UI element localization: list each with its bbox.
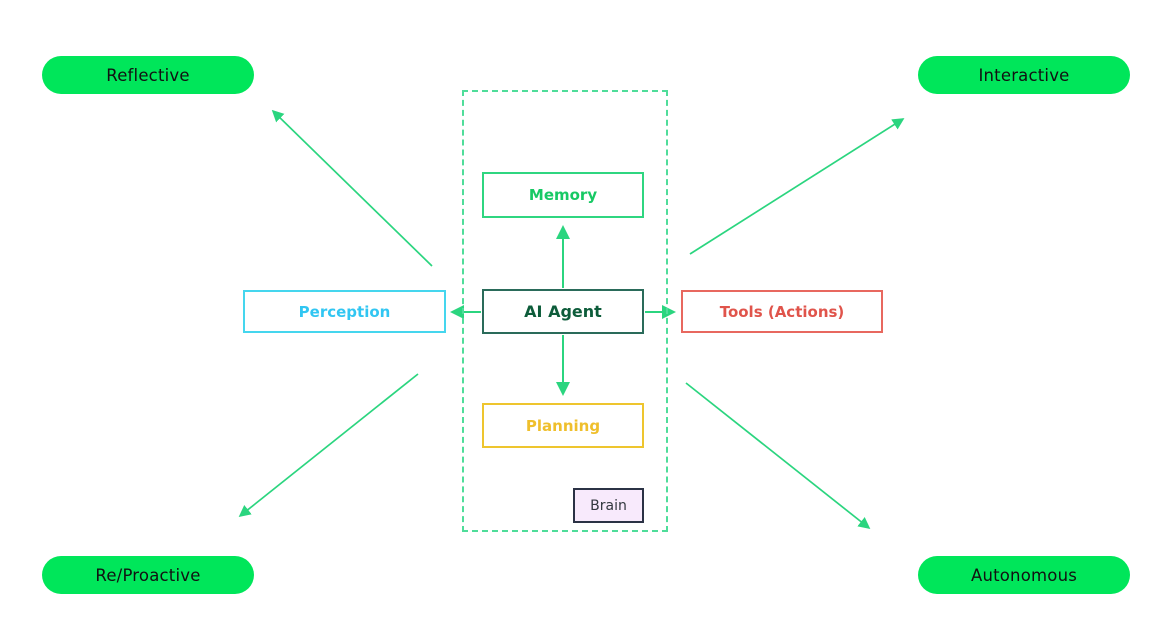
node-planning-label: Planning (525, 416, 601, 435)
node-ai-agent-label: AI Agent (524, 302, 602, 321)
pill-reflective-label: Reflective (106, 65, 190, 85)
node-planning[interactable]: Planning (482, 403, 644, 448)
pill-interactive[interactable]: Interactive (918, 56, 1130, 94)
pill-interactive-label: Interactive (978, 65, 1070, 85)
pill-re-proactive-label: Re/Proactive (95, 565, 201, 585)
node-brain-label: Brain (590, 497, 627, 514)
connector-agent-to-reflective (271, 109, 433, 267)
node-memory-label: Memory (528, 186, 598, 204)
connector-agent-to-interactive (689, 118, 905, 255)
connector-agent-to-autonomous (685, 382, 871, 530)
node-perception[interactable]: Perception (243, 290, 446, 333)
connector-agent-to-reproactive (238, 373, 419, 518)
pill-autonomous[interactable]: Autonomous (918, 556, 1130, 594)
pill-autonomous-label: Autonomous (970, 565, 1078, 585)
node-tools-actions-label: Tools (Actions) (719, 302, 845, 321)
node-memory[interactable]: Memory (482, 172, 644, 218)
node-ai-agent[interactable]: AI Agent (482, 289, 644, 334)
pill-re-proactive[interactable]: Re/Proactive (42, 556, 254, 594)
pill-reflective[interactable]: Reflective (42, 56, 254, 94)
agent-boundary-container (462, 90, 668, 532)
node-brain[interactable]: Brain (573, 488, 644, 523)
node-perception-label: Perception (298, 302, 391, 321)
node-tools-actions[interactable]: Tools (Actions) (681, 290, 883, 333)
